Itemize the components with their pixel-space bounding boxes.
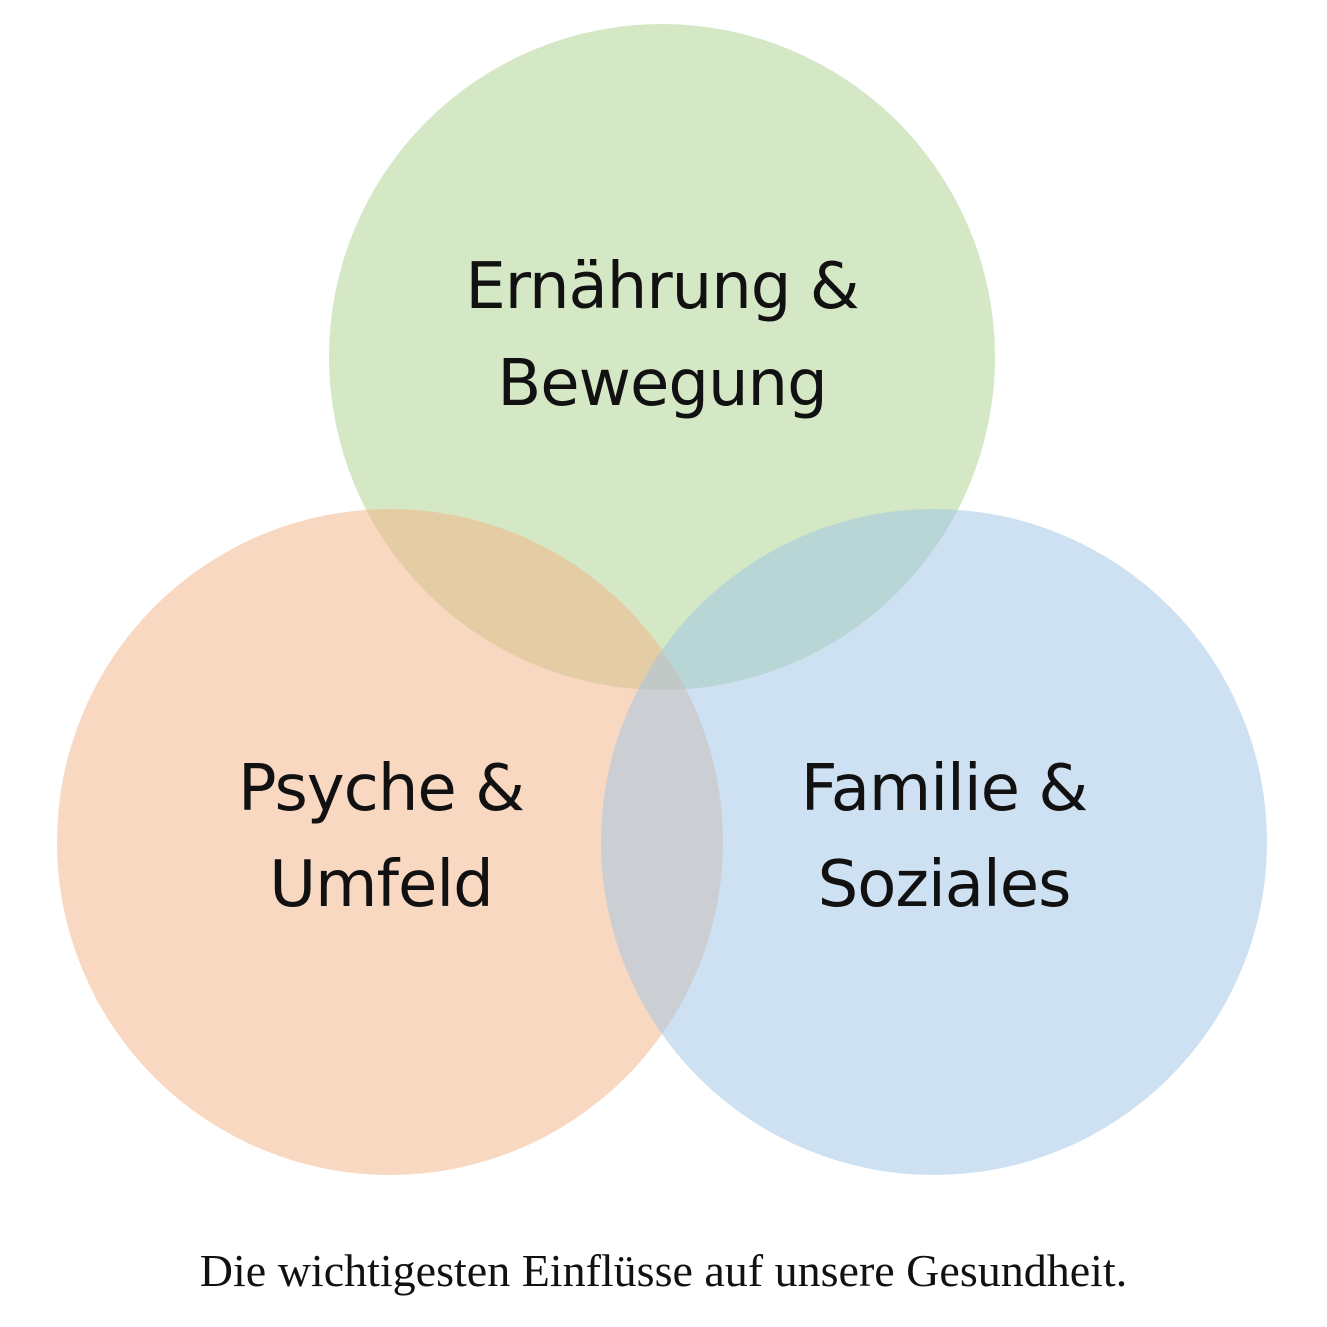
label-psyche-line1: Psyche & [238, 752, 524, 826]
diagram-caption: Die wichtigesten Einflüsse auf unsere Ge… [199, 1245, 1128, 1296]
label-psyche: Psyche & Umfeld [238, 752, 525, 922]
label-nutrition-line2: Bewegung [497, 347, 826, 421]
circle-layer [57, 24, 1267, 1175]
label-family-line1: Familie & [801, 752, 1087, 826]
label-family-line2: Soziales [818, 848, 1071, 922]
circle-nutrition [329, 24, 995, 690]
label-nutrition-line1: Ernährung & [465, 250, 858, 324]
label-nutrition: Ernährung & Bewegung [465, 250, 859, 421]
circle-psyche [57, 509, 723, 1175]
label-family: Familie & Soziales [801, 752, 1088, 922]
circle-family [601, 509, 1267, 1175]
label-psyche-line2: Umfeld [269, 848, 493, 922]
